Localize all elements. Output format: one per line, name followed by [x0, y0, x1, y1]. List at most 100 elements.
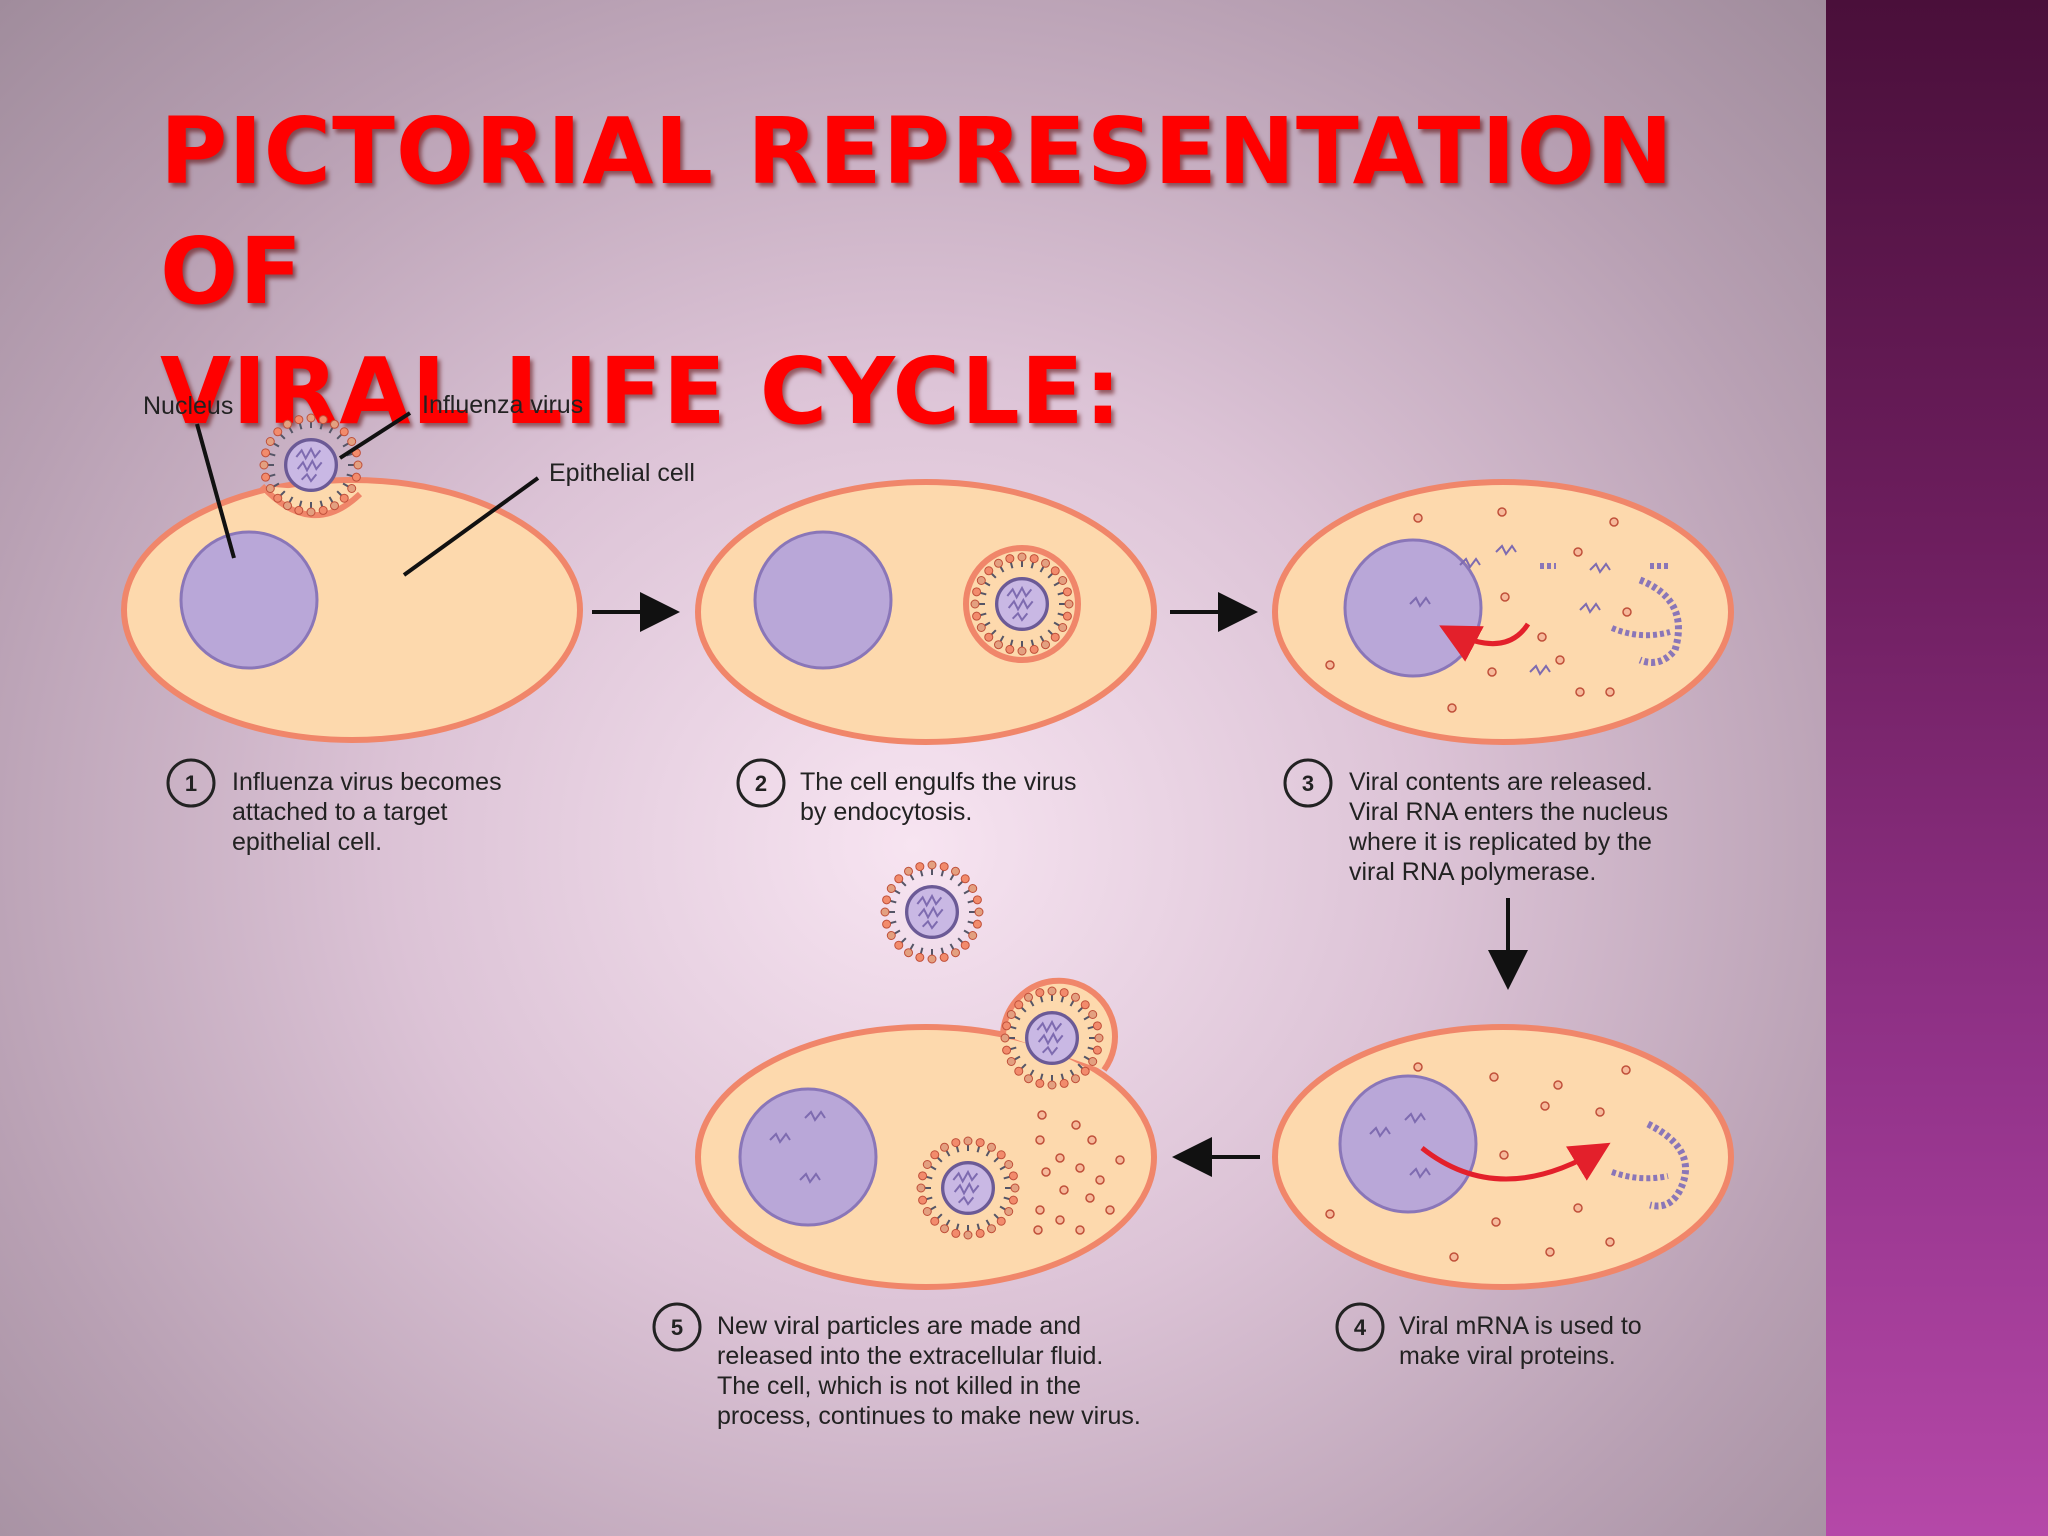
virus-step-2: [970, 552, 1074, 656]
virus-spike-tip: [963, 1136, 973, 1146]
virus-spike-tip: [318, 415, 328, 425]
viral-protein-dot: [1041, 1167, 1051, 1177]
virus-spike-tip: [1035, 1078, 1045, 1088]
virus-spike-tip: [330, 419, 339, 429]
step-2-text-line-2: by endocytosis.: [800, 798, 972, 826]
virus-spike-tip: [970, 599, 980, 609]
cell-step-4: [1272, 1024, 1734, 1290]
virus-spike-tip: [1035, 988, 1045, 998]
step-5-number: 5: [671, 1315, 683, 1340]
virus-spike-tip: [353, 460, 363, 470]
viral-protein-dot: [1325, 1209, 1335, 1219]
viral-protein-dot: [1575, 687, 1585, 697]
virus-spike-tip: [306, 507, 316, 517]
virus-spike-tip: [1047, 1080, 1057, 1090]
virus-pointer-line: [338, 411, 412, 460]
virus-spike-tip: [968, 931, 978, 940]
nucleus-pointer-line: [195, 423, 236, 559]
virus-spike-tip: [339, 493, 349, 503]
viral-protein-dot: [1413, 513, 1423, 523]
step-4-number: 4: [1354, 1315, 1367, 1340]
virus-spike-tip: [918, 1171, 928, 1181]
viral-protein-dot: [1491, 1217, 1501, 1227]
virus-spike-tip: [904, 866, 913, 876]
viral-protein-dot: [1609, 517, 1619, 527]
viral-protein-dot: [1499, 1150, 1509, 1160]
virus-spike-tip: [351, 472, 361, 482]
virus-spike-tip: [1041, 558, 1050, 568]
virus-spike-tip: [996, 1150, 1006, 1160]
step-5-text-line-2: released into the extracellular fluid.: [717, 1342, 1103, 1370]
virus-spike-tip: [994, 640, 1003, 650]
viral-protein-dot: [1075, 1225, 1085, 1235]
virus-spike-tip: [261, 448, 271, 458]
label-nucleus: Nucleus: [143, 392, 233, 420]
virus-spike-tip: [1059, 988, 1069, 998]
virus-released: [880, 860, 984, 964]
virus-spike-tip: [283, 419, 292, 429]
virus-spike-tip: [976, 576, 986, 585]
virus-spike-tip: [294, 415, 304, 425]
viral-protein-dot: [1487, 667, 1497, 677]
virus-spike-tip: [1064, 599, 1074, 609]
virus-spike-tip: [951, 1228, 961, 1238]
virus-spike-tip: [904, 948, 913, 958]
virus-spike-tip: [927, 954, 937, 964]
cell-pointer-line: [402, 476, 540, 577]
virus-spike-tip: [1058, 576, 1068, 585]
red-arrow-step-4: [1420, 1142, 1611, 1182]
virus-spike-tip: [951, 866, 960, 876]
virus-spike-tip: [265, 484, 275, 493]
step-1-number: 1: [185, 771, 197, 796]
virus-step-5-budding: [1000, 986, 1104, 1090]
viral-protein-dot: [1035, 1135, 1045, 1145]
viral-protein-dot: [1037, 1110, 1047, 1120]
nucleus-step-5: [738, 1087, 878, 1227]
virus-spike-tip: [330, 501, 339, 511]
virus-spike-tip: [1062, 587, 1072, 597]
virus-spike-tip: [1002, 1045, 1012, 1055]
viral-protein-dot: [1605, 687, 1615, 697]
step-5-text-line-4: process, continues to make new virus.: [717, 1402, 1141, 1430]
virus-spike-tip: [1006, 1057, 1016, 1066]
virus-spike-tip: [960, 940, 970, 950]
virus-spike-tip: [976, 623, 986, 632]
viral-protein-dot: [1573, 547, 1583, 557]
virus-spike-tip: [1008, 1171, 1018, 1181]
cell-step-3: [1272, 479, 1734, 745]
virus-spike-tip: [987, 1224, 996, 1234]
label-influenza-virus: Influenza virus: [422, 391, 583, 419]
step-5-caption: 5 New viral particles are made and relea…: [652, 1302, 1141, 1430]
virus-spike-tip: [1092, 1021, 1102, 1031]
viral-protein-dot: [1497, 507, 1507, 517]
nucleus-step-3: [1343, 538, 1483, 678]
viral-protein-dot: [1555, 655, 1565, 665]
step-5-text-line-1: New viral particles are made and: [717, 1312, 1081, 1340]
viral-protein-dot: [1033, 1225, 1043, 1235]
virus-spike-tip: [940, 1224, 949, 1234]
virus-spike-tip: [972, 611, 982, 621]
step-3-text-line-2: Viral RNA enters the nucleus: [1349, 798, 1668, 826]
viral-protein-dot: [1115, 1155, 1125, 1165]
step-3-text-line-1: Viral contents are released.: [1349, 768, 1653, 796]
virus-spike-tip: [1050, 632, 1060, 642]
virus-spike-tip: [1088, 1010, 1098, 1019]
virus-spike-tip: [882, 919, 892, 929]
virus-spike-tip: [987, 1142, 996, 1152]
virus-spike-tip: [1008, 1195, 1018, 1205]
cell-step-2: [695, 479, 1157, 745]
viral-protein-dot: [1621, 1065, 1631, 1075]
virus-spike-tip: [1041, 640, 1050, 650]
virus-spike-tip: [306, 413, 316, 423]
virus-spike-tip: [927, 860, 937, 870]
virus-spike-tip: [951, 948, 960, 958]
viral-protein-dot: [1489, 1072, 1499, 1082]
virus-spike-tip: [996, 1216, 1006, 1226]
virus-spike-tip: [318, 505, 328, 515]
virus-spike-tip: [886, 884, 896, 893]
virus-step-5-inside: [916, 1136, 1020, 1240]
viral-protein-dot: [1055, 1153, 1065, 1163]
virus-spike-tip: [930, 1150, 940, 1160]
virus-spike-tip: [339, 427, 349, 437]
virus-spike-tip: [922, 1160, 932, 1169]
